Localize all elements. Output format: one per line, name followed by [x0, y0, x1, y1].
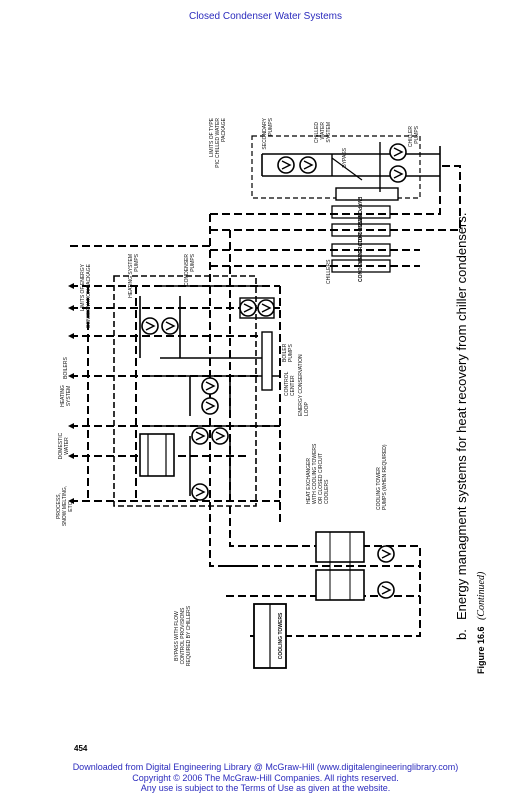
- label-evaporator-2: EVAPORATOR: [358, 232, 364, 267]
- label-process-2: SNOW MELTING,: [62, 486, 68, 526]
- secondary-pump-1: [277, 156, 295, 174]
- domestic-pump-2: [211, 427, 229, 445]
- chiller-pump-2: [389, 165, 407, 183]
- control-center: [261, 331, 273, 391]
- figure-number: Figure 16.6: [476, 626, 486, 674]
- figure-diagram: LIMITS OF ENERGY CONSERVATION PACKAGE HE…: [40, 96, 500, 684]
- condenser-pump-1: [239, 299, 257, 317]
- label-control-center-2: CENTER: [290, 375, 296, 396]
- chilled-water-package: [251, 135, 441, 201]
- label-chilled-water-2: WATER: [320, 122, 326, 140]
- label-condenser-2: CONDENSER: [358, 250, 364, 282]
- cooling-tower-pump-2: [377, 581, 395, 599]
- label-ec-loop-2: LOOP: [304, 401, 310, 416]
- heat-exchanger-2: [315, 569, 365, 601]
- label-boiler-pumps-2: PUMPS: [288, 344, 294, 362]
- label-chilled-water-1: CHILLED: [314, 122, 320, 144]
- label-condenser-pumps-1: CONDENSER: [184, 254, 190, 286]
- label-secondary-pumps-1: SECONDARY: [262, 117, 268, 149]
- condenser-pump-2: [257, 299, 275, 317]
- label-control-center-1: CONTROL: [284, 371, 290, 396]
- label-boilers: BOILERS: [63, 357, 69, 379]
- label-bypass-1: BYPASS WITH FLOW: [174, 611, 180, 661]
- heating-pump-1: [141, 317, 159, 335]
- footer-line-2: Copyright © 2006 The McGraw-Hill Compani…: [132, 772, 399, 783]
- running-header: Closed Condenser Water Systems: [188, 11, 343, 22]
- cooling-tower-pump-1: [377, 545, 395, 563]
- schematic-svg: LIMITS OF ENERGY CONSERVATION PACKAGE HE…: [56, 117, 487, 674]
- footer-line-1: Downloaded from Digital Engineering Libr…: [72, 762, 459, 772]
- boiler-pump-1: [201, 377, 219, 395]
- label-boiler-pumps-1: BOILER: [282, 343, 288, 362]
- boiler-pump-2: [201, 397, 219, 415]
- label-secondary-pumps-2: PUMPS: [268, 117, 274, 135]
- chilled-water-coil: [335, 187, 399, 201]
- domestic-water-heater: [139, 433, 175, 477]
- label-process-3: ETC.: [68, 500, 74, 511]
- label-chillers: CHILLERS: [326, 259, 332, 284]
- limits-energy-package-box: [113, 275, 257, 507]
- footer: Downloaded from Digital Engineering Libr…: [0, 762, 531, 794]
- label-bypass-3: REQUIRED BY CHILLERS: [186, 605, 192, 666]
- heating-pump-2: [161, 317, 179, 335]
- label-heating-pumps-1: HEATING SYSTEM: [128, 254, 134, 298]
- label-limits-energy-1: LIMITS OF ENERGY: [80, 263, 86, 311]
- label-condenser-pumps-2: PUMPS: [190, 253, 196, 271]
- label-bypass-small: BYPASS: [342, 147, 348, 167]
- domestic-pump-1: [191, 427, 209, 445]
- heat-exchanger-1: [315, 531, 365, 563]
- label-ec-loop-1: ENERGY CONSERVATION: [298, 354, 304, 416]
- figure-continued: (Continued): [476, 571, 487, 620]
- chiller-pump-1: [389, 143, 407, 161]
- label-heating-pumps-2: PUMPS: [134, 253, 140, 271]
- label-heating-system-1: HEATING: [60, 385, 66, 407]
- heating-piping: [113, 275, 280, 507]
- label-evaporator-1: EVAPORATOR: [356, 197, 362, 232]
- label-heating-system-2: SYSTEM: [66, 386, 72, 407]
- condenser-water-loops: [70, 165, 461, 637]
- secondary-pump-2: [299, 156, 317, 174]
- label-limits-chilled-3: PACKAGE: [221, 117, 227, 141]
- label-ct-pumps-1: COOLING TOWER: [376, 467, 382, 510]
- footer-line-3: Any use is subject to the Terms of Use a…: [140, 783, 391, 793]
- label-limits-chilled-1: LIMITS OF TYPE: [209, 117, 215, 156]
- label-heat-exchanger-3: OR CLOSED CIRCUIT: [318, 453, 324, 504]
- label-heat-exchanger-2: WITH COOLING TOWERS: [312, 443, 318, 504]
- label-heat-exchanger-1: HEAT EXCHANGER: [306, 458, 312, 504]
- label-ct-pumps-2: PUMPS (WHEN REQUIRED): [382, 444, 388, 510]
- flow-arrows: [68, 283, 74, 504]
- label-chilled-water-3: SYSTEM: [326, 122, 332, 143]
- label-domestic-1: DOMESTIC: [58, 432, 64, 459]
- label-limits-chilled-2: PIC CHILLED WATER: [215, 118, 221, 168]
- page-number: 454: [74, 744, 88, 753]
- label-condenser-1: CONDENSER: [358, 214, 364, 246]
- label-cooling-towers: COOLING TOWERS: [278, 612, 284, 659]
- label-process-1: PROCESS,: [56, 493, 62, 519]
- label-chiller-pumps-1: CHILLER: [408, 126, 414, 148]
- label-chiller-pumps-2: PUMPS: [414, 125, 420, 143]
- caption-letter: b.: [454, 629, 469, 640]
- label-heat-exchanger-4: COOLERS: [324, 479, 330, 504]
- label-limits-energy-2: CONSERVATION PACKAGE: [86, 263, 92, 328]
- process-pump: [191, 483, 209, 501]
- label-bypass-2: CONTROL PROVISIONS: [180, 607, 186, 664]
- label-domestic-2: WATER: [64, 437, 70, 455]
- caption-text: Energy managment systems for heat recove…: [454, 212, 469, 620]
